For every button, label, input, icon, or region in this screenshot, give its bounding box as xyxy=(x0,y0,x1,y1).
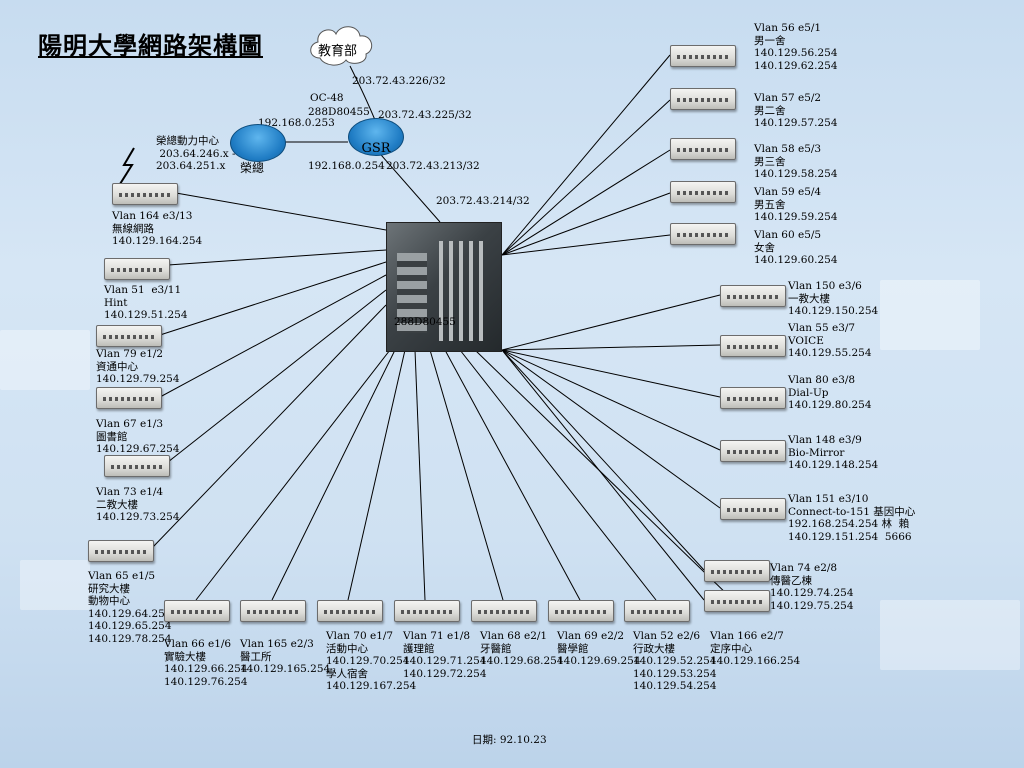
rongzong-center-label: 榮總動力中心 203.64.246.x - 203.64.251.x xyxy=(156,135,236,172)
switch-vlan68 xyxy=(471,600,537,622)
edu-ip-label: 203.72.43.226/32 xyxy=(352,75,446,87)
switch-vlan66 xyxy=(164,600,230,622)
label-vlan56: Vlan 56 e5/1 男一舍 140.129.56.254 140.129.… xyxy=(754,22,838,72)
label-vlan148: Vlan 148 e3/9 Bio-Mirror 140.129.148.254 xyxy=(788,434,879,471)
rongzong-ip-label: 192.168.0.253 xyxy=(258,117,335,129)
label-vlan165: Vlan 165 e2/3 醫工所 140.129.165.254 xyxy=(240,638,331,675)
label-vlan52: Vlan 52 e2/6 行政大樓 140.129.52.254 140.129… xyxy=(633,630,717,692)
label-vlan57: Vlan 57 e5/2 男二舍 140.129.57.254 xyxy=(754,92,838,129)
switch-vlan79 xyxy=(96,325,162,347)
switch-vlan148 xyxy=(720,440,786,462)
router-rongzong-label: 榮總 xyxy=(240,161,265,175)
label-vlan166: Vlan 166 e2/7 定序中心 140.129.166.254 xyxy=(710,630,801,667)
switch-vlan165 xyxy=(240,600,306,622)
label-vlan68: Vlan 68 e2/1 牙醫館 140.129.68.254 xyxy=(480,630,564,667)
bg-block xyxy=(880,280,980,350)
switch-vlan59 xyxy=(670,181,736,203)
switch-vlan57 xyxy=(670,88,736,110)
switch-vlan164 xyxy=(112,183,178,205)
core-up-ip-label: 203.72.43.214/32 xyxy=(436,195,530,207)
switch-vlan67 xyxy=(96,387,162,409)
label-vlan73: Vlan 73 e1/4 二教大樓 140.129.73.254 xyxy=(96,486,180,523)
label-vlan67: Vlan 67 e1/3 圖書館 140.129.67.254 xyxy=(96,418,180,455)
switch-vlan73 xyxy=(104,455,170,477)
router-gsr-icon: GSR xyxy=(348,118,404,156)
label-vlan150: Vlan 150 e3/6 一教大樓 140.129.150.254 xyxy=(788,280,879,317)
label-vlan65: Vlan 65 e1/5 研究大樓 動物中心 140.129.64.254 14… xyxy=(88,570,172,645)
label-vlan151: Vlan 151 e3/10 Connect-to-151 基因中心 192.1… xyxy=(788,493,916,543)
switch-vlan70 xyxy=(317,600,383,622)
switch-vlan74-a xyxy=(704,560,770,582)
label-vlan51: Vlan 51 e3/11 Hint 140.129.51.254 xyxy=(104,284,188,321)
label-vlan55: Vlan 55 e3/7 VOICE 140.129.55.254 xyxy=(788,322,872,359)
bg-block xyxy=(20,560,90,610)
switch-vlan55 xyxy=(720,335,786,357)
switch-vlan51 xyxy=(104,258,170,280)
gsr-down-ip-label: 203.72.43.213/32 xyxy=(386,160,480,172)
label-vlan66: Vlan 66 e1/6 實驗大樓 140.129.66.254 140.129… xyxy=(164,638,248,688)
gsr-up-ip-label: 203.72.43.225/32 xyxy=(378,109,472,121)
label-vlan71: Vlan 71 e1/8 護理館 140.129.71.254 140.129.… xyxy=(403,630,487,680)
core-card xyxy=(469,241,473,341)
core-card xyxy=(459,241,463,341)
switch-vlan60 xyxy=(670,223,736,245)
core-card xyxy=(449,241,453,341)
router-gsr-label: GSR xyxy=(361,141,391,156)
oc48-label: OC-48 xyxy=(310,92,344,104)
page-title: 陽明大學網路架構圖 xyxy=(38,31,263,60)
switch-vlan58 xyxy=(670,138,736,160)
cloud-icon xyxy=(310,26,373,66)
label-vlan79: Vlan 79 e1/2 資通中心 140.129.79.254 xyxy=(96,348,180,385)
oc48-model-label: 288D80455 xyxy=(308,106,370,118)
label-vlan60: Vlan 60 e5/5 女舍 140.129.60.254 xyxy=(754,229,838,266)
router-rongzong-icon xyxy=(230,124,286,162)
label-vlan59: Vlan 59 e5/4 男五舍 140.129.59.254 xyxy=(754,186,838,223)
switch-vlan151 xyxy=(720,498,786,520)
cloud-label: 教育部 xyxy=(318,44,358,59)
core-switch xyxy=(386,222,502,352)
label-vlan80: Vlan 80 e3/8 Dial-Up 140.129.80.254 xyxy=(788,374,872,411)
switch-vlan80 xyxy=(720,387,786,409)
core-fan-panel xyxy=(397,253,427,333)
switch-vlan69 xyxy=(548,600,614,622)
core-card xyxy=(479,241,483,341)
core-model-label: 288D80455 xyxy=(394,316,456,328)
bg-block xyxy=(0,330,90,390)
switch-vlan52 xyxy=(624,600,690,622)
label-vlan58: Vlan 58 e5/3 男三舍 140.129.58.254 xyxy=(754,143,838,180)
core-card xyxy=(439,241,443,341)
switch-vlan56 xyxy=(670,45,736,67)
label-vlan69: Vlan 69 e2/2 醫學館 140.129.69.254 xyxy=(557,630,641,667)
switch-vlan71 xyxy=(394,600,460,622)
switch-vlan150 xyxy=(720,285,786,307)
label-vlan70: Vlan 70 e1/7 活動中心 140.129.70.254 學人宿舍 14… xyxy=(326,630,417,692)
label-vlan164: Vlan 164 e3/13 無線網路 140.129.164.254 xyxy=(112,210,203,247)
switch-vlan74-b xyxy=(704,590,770,612)
switch-vlan65 xyxy=(88,540,154,562)
gsr-left-ip-label: 192.168.0.254 xyxy=(308,160,385,172)
label-vlan74: Vlan 74 e2/8 傳醫乙棟 140.129.74.254 140.129… xyxy=(770,562,854,612)
date-label: 日期: 92.10.23 xyxy=(472,734,547,746)
bg-block xyxy=(880,600,1020,670)
